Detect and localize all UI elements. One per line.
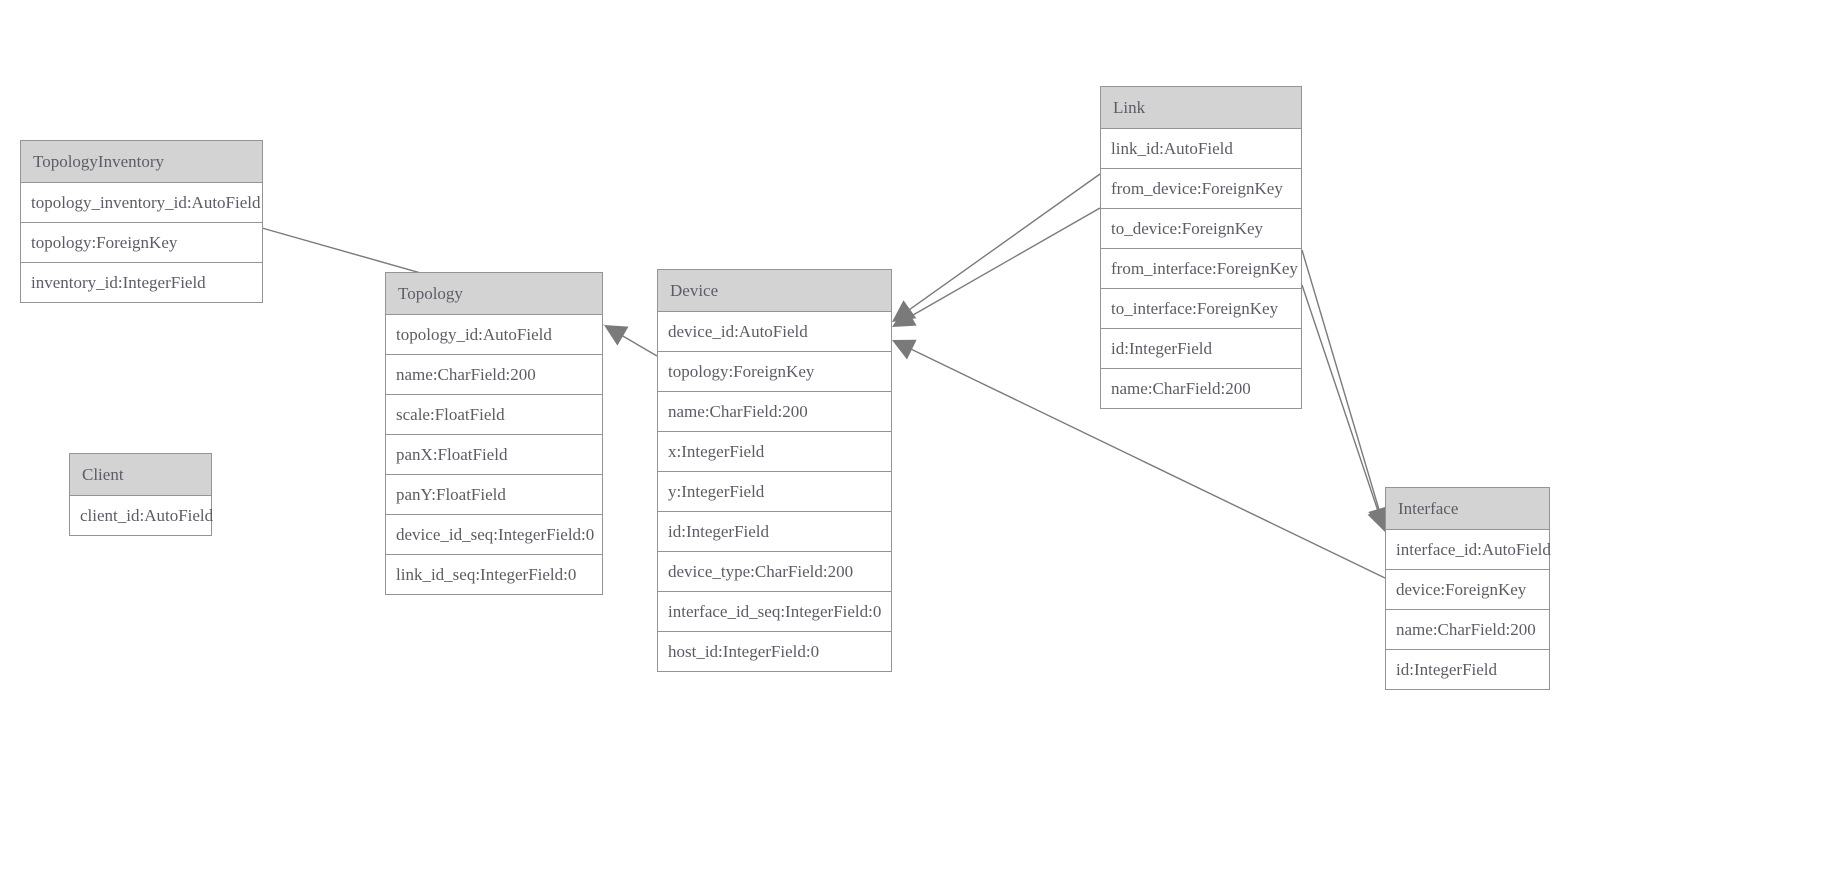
entity-field-row[interactable]: topology:ForeignKey xyxy=(658,352,891,392)
entity-field-row[interactable]: name:CharField:200 xyxy=(1386,610,1549,650)
arrowhead xyxy=(604,325,629,346)
entity-field-row[interactable]: to_device:ForeignKey xyxy=(1101,209,1301,249)
entity-field-row[interactable]: to_interface:ForeignKey xyxy=(1101,289,1301,329)
entity-field-row[interactable]: panY:FloatField xyxy=(386,475,602,515)
rel-link-frominterface-interface xyxy=(1301,249,1390,530)
entity-field-row[interactable]: link_id:AutoField xyxy=(1101,129,1301,169)
entity-field-row[interactable]: device_id_seq:IntegerField:0 xyxy=(386,515,602,555)
entity-field-row[interactable]: host_id:IntegerField:0 xyxy=(658,632,891,671)
rel-link-todevice-device xyxy=(892,207,1101,327)
entity-field-row[interactable]: y:IntegerField xyxy=(658,472,891,512)
entity-title: TopologyInventory xyxy=(21,141,262,183)
rel-device-topology xyxy=(604,325,658,357)
entity-field-row[interactable]: device:ForeignKey xyxy=(1386,570,1549,610)
entity-field-row[interactable]: name:CharField:200 xyxy=(658,392,891,432)
entity-field-row[interactable]: topology:ForeignKey xyxy=(21,223,262,263)
entity-field-row[interactable]: topology_inventory_id:AutoField xyxy=(21,183,262,223)
entity-field-row[interactable]: id:IntegerField xyxy=(658,512,891,552)
entity-title: Client xyxy=(70,454,211,496)
entity-title: Device xyxy=(658,270,891,312)
entity-field-row[interactable]: id:IntegerField xyxy=(1101,329,1301,369)
arrowhead xyxy=(892,339,917,360)
entity-field-row[interactable]: scale:FloatField xyxy=(386,395,602,435)
entity-field-row[interactable]: id:IntegerField xyxy=(1386,650,1549,689)
entity-field-row[interactable]: from_interface:ForeignKey xyxy=(1101,249,1301,289)
entity-field-row[interactable]: device_type:CharField:200 xyxy=(658,552,891,592)
entity-title: Link xyxy=(1101,87,1301,129)
rel-link-tointerface-interface xyxy=(1301,284,1389,532)
entity-field-row[interactable]: name:CharField:200 xyxy=(386,355,602,395)
entity-field-row[interactable]: link_id_seq:IntegerField:0 xyxy=(386,555,602,594)
entity-field-row[interactable]: panX:FloatField xyxy=(386,435,602,475)
entity-title: Topology xyxy=(386,273,602,315)
entity-field-row[interactable]: from_device:ForeignKey xyxy=(1101,169,1301,209)
entity-field-row[interactable]: client_id:AutoField xyxy=(70,496,213,535)
entity-field-row[interactable]: inventory_id:IntegerField xyxy=(21,263,262,302)
entity-field-row[interactable]: device_id:AutoField xyxy=(658,312,891,352)
entity-field-row[interactable]: x:IntegerField xyxy=(658,432,891,472)
rel-link-fromdevice-device xyxy=(892,173,1101,322)
entity-field-row[interactable]: interface_id_seq:IntegerField:0 xyxy=(658,592,891,632)
arrowhead xyxy=(892,306,917,327)
entity-field-row[interactable]: interface_id:AutoField xyxy=(1386,530,1551,570)
entity-field-row[interactable]: name:CharField:200 xyxy=(1101,369,1301,408)
entity-title: Interface xyxy=(1386,488,1549,530)
arrowhead xyxy=(892,300,917,322)
entity-field-row[interactable]: topology_id:AutoField xyxy=(386,315,602,355)
